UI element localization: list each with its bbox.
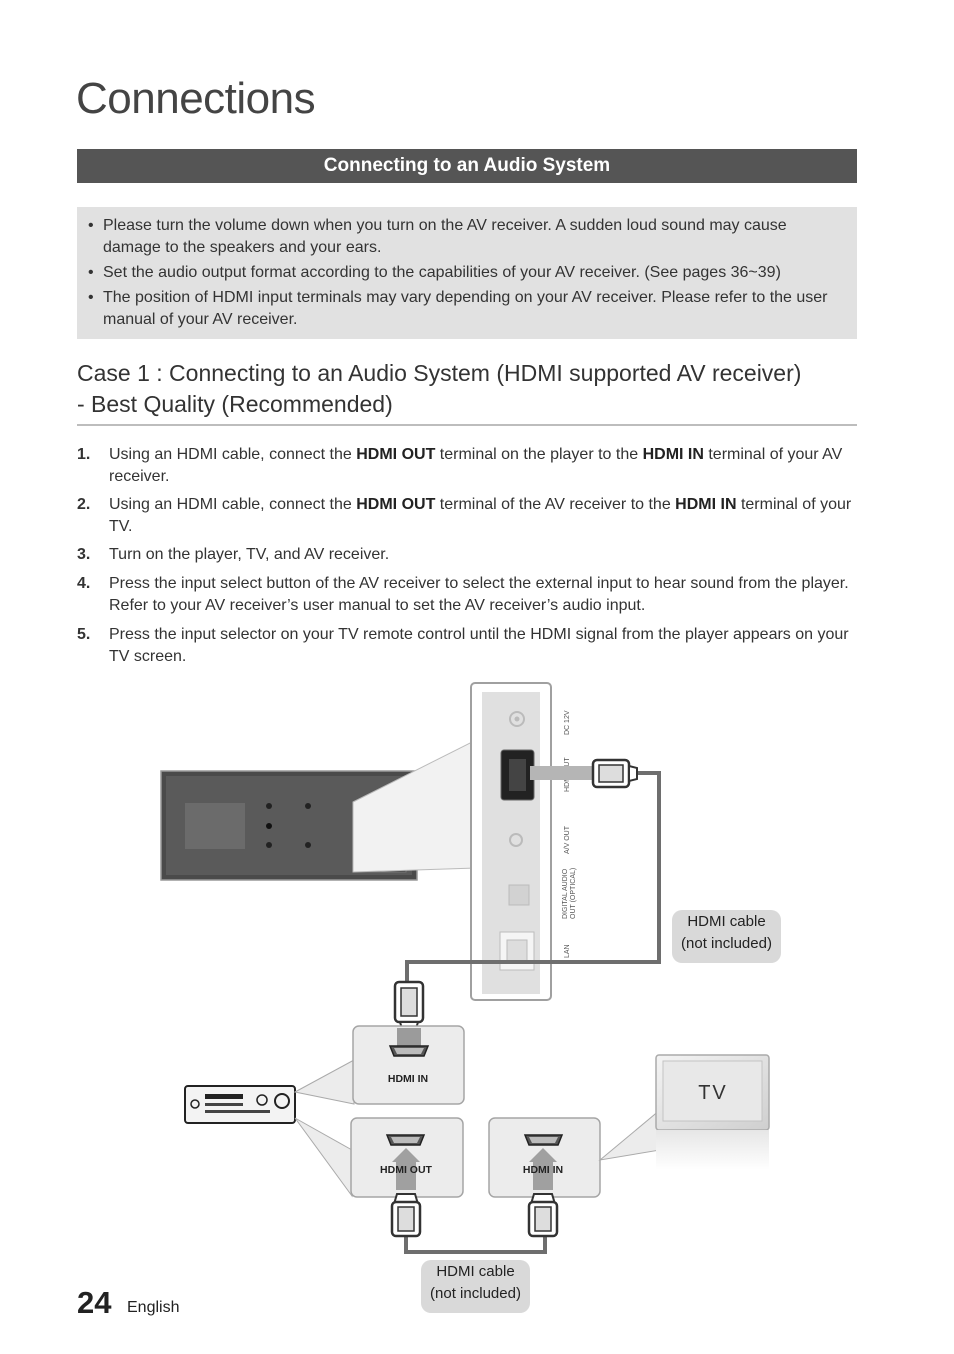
connection-diagram: DC 12V HDMI OUT A/V OUT DIGITAL AUDIO OU… — [0, 670, 954, 1320]
step-text: Using an HDMI cable, connect the — [109, 496, 357, 513]
receiver-wedge-top — [293, 1059, 355, 1105]
page-number: 24 — [77, 1285, 112, 1320]
page-language: English — [127, 1299, 180, 1316]
step-item: 2. Using an HDMI cable, connect the HDMI… — [77, 494, 859, 538]
hdmi-cable-callout-1: HDMI cable (not included) — [672, 910, 781, 963]
note-text: Please turn the volume down when you tur… — [103, 217, 787, 256]
case-title-line-1: Case 1 : Connecting to an Audio System (… — [77, 360, 802, 386]
step-emphasis: HDMI OUT — [356, 446, 436, 463]
notes-list: • Please turn the volume down when you tu… — [77, 207, 857, 331]
page-title: Connections — [76, 74, 316, 123]
notes-box: • Please turn the volume down when you tu… — [77, 207, 857, 339]
panel-label-lan: LAN — [564, 944, 571, 958]
step-text: Press the input selector on your TV remo… — [109, 626, 849, 665]
note-text: The position of HDMI input terminals may… — [103, 289, 828, 328]
receiver-hdmi-out-box — [350, 1117, 464, 1198]
hdmi-cable-2 — [390, 1193, 559, 1254]
tv-wedge — [598, 1108, 661, 1161]
step-text: terminal on the player to the — [435, 446, 643, 463]
case-divider — [77, 424, 857, 426]
bullet: • — [88, 289, 94, 306]
step-text: Press the input select button of the AV … — [109, 575, 849, 614]
note-item: • Set the audio output format according t… — [88, 262, 831, 284]
receiver-hdmi-in-label: HDMI IN — [388, 1073, 428, 1085]
step-text: terminal of your TV. — [109, 496, 852, 535]
steps-list: 1. Using an HDMI cable, connect the HDMI… — [77, 444, 859, 668]
step-item: 5. Press the input selector on your TV r… — [77, 624, 859, 668]
panel-label-av-out: A/V OUT — [564, 825, 571, 854]
zoom-wedge — [352, 739, 477, 873]
case-title: Case 1 : Connecting to an Audio System (… — [77, 358, 867, 420]
case-title-line-2: - Best Quality (Recommended) — [77, 391, 393, 417]
panel-label-dc: DC 12V — [564, 710, 571, 735]
bullet: • — [88, 264, 94, 281]
tv-illustration — [655, 1054, 770, 1170]
step-emphasis: HDMI IN — [642, 446, 704, 463]
note-item: • Please turn the volume down when you tu… — [88, 215, 831, 259]
step-number: 2. — [77, 496, 91, 513]
step-emphasis: HDMI OUT — [356, 496, 436, 513]
step-number: 4. — [77, 575, 91, 592]
section-header: Connecting to an Audio System — [77, 149, 857, 183]
step-number: 1. — [77, 446, 91, 463]
callout-line-1: HDMI cable — [436, 1263, 515, 1280]
hdmi-cable-1 — [393, 758, 661, 1033]
callout-line-2: (not included) — [430, 1285, 521, 1302]
step-text: Turn on the player, TV, and AV receiver. — [109, 546, 390, 563]
tv-hdmi-in-label: HDMI IN — [523, 1164, 563, 1176]
av-receiver-illustration — [184, 1085, 296, 1124]
note-text: Set the audio output format according to… — [103, 264, 781, 281]
bullet: • — [88, 217, 94, 234]
step-text: terminal of the AV receiver to the — [435, 496, 676, 513]
hdmi-cable-callout-2: HDMI cable (not included) — [421, 1260, 530, 1313]
step-item: 4. Press the input select button of the … — [77, 573, 859, 617]
player-panel-zoom — [470, 682, 552, 1001]
callout-line-2: (not included) — [681, 935, 772, 952]
tv-label: TV — [698, 1082, 728, 1104]
step-item: 1. Using an HDMI cable, connect the HDMI… — [77, 444, 859, 488]
tv-hdmi-in-box — [488, 1117, 601, 1198]
step-number: 5. — [77, 626, 91, 643]
step-text: terminal of your AV receiver. — [109, 446, 843, 485]
panel-label-digital-audio: DIGITAL AUDIO — [562, 868, 569, 919]
receiver-wedge-bottom — [294, 1117, 353, 1198]
callout-line-1: HDMI cable — [687, 913, 766, 930]
receiver-hdmi-out-label: HDMI OUT — [380, 1164, 432, 1176]
note-item: • The position of HDMI input terminals ma… — [88, 287, 831, 331]
panel-label-digital-optical: OUT (OPTICAL) — [570, 868, 577, 919]
step-text: Using an HDMI cable, connect the — [109, 446, 357, 463]
step-emphasis: HDMI IN — [675, 496, 737, 513]
step-number: 3. — [77, 546, 91, 563]
receiver-hdmi-in-box — [352, 1025, 465, 1105]
step-item: 3. Turn on the player, TV, and AV receiv… — [77, 544, 859, 566]
diagram-svg: DC 12V HDMI OUT A/V OUT DIGITAL AUDIO OU… — [160, 682, 770, 1254]
